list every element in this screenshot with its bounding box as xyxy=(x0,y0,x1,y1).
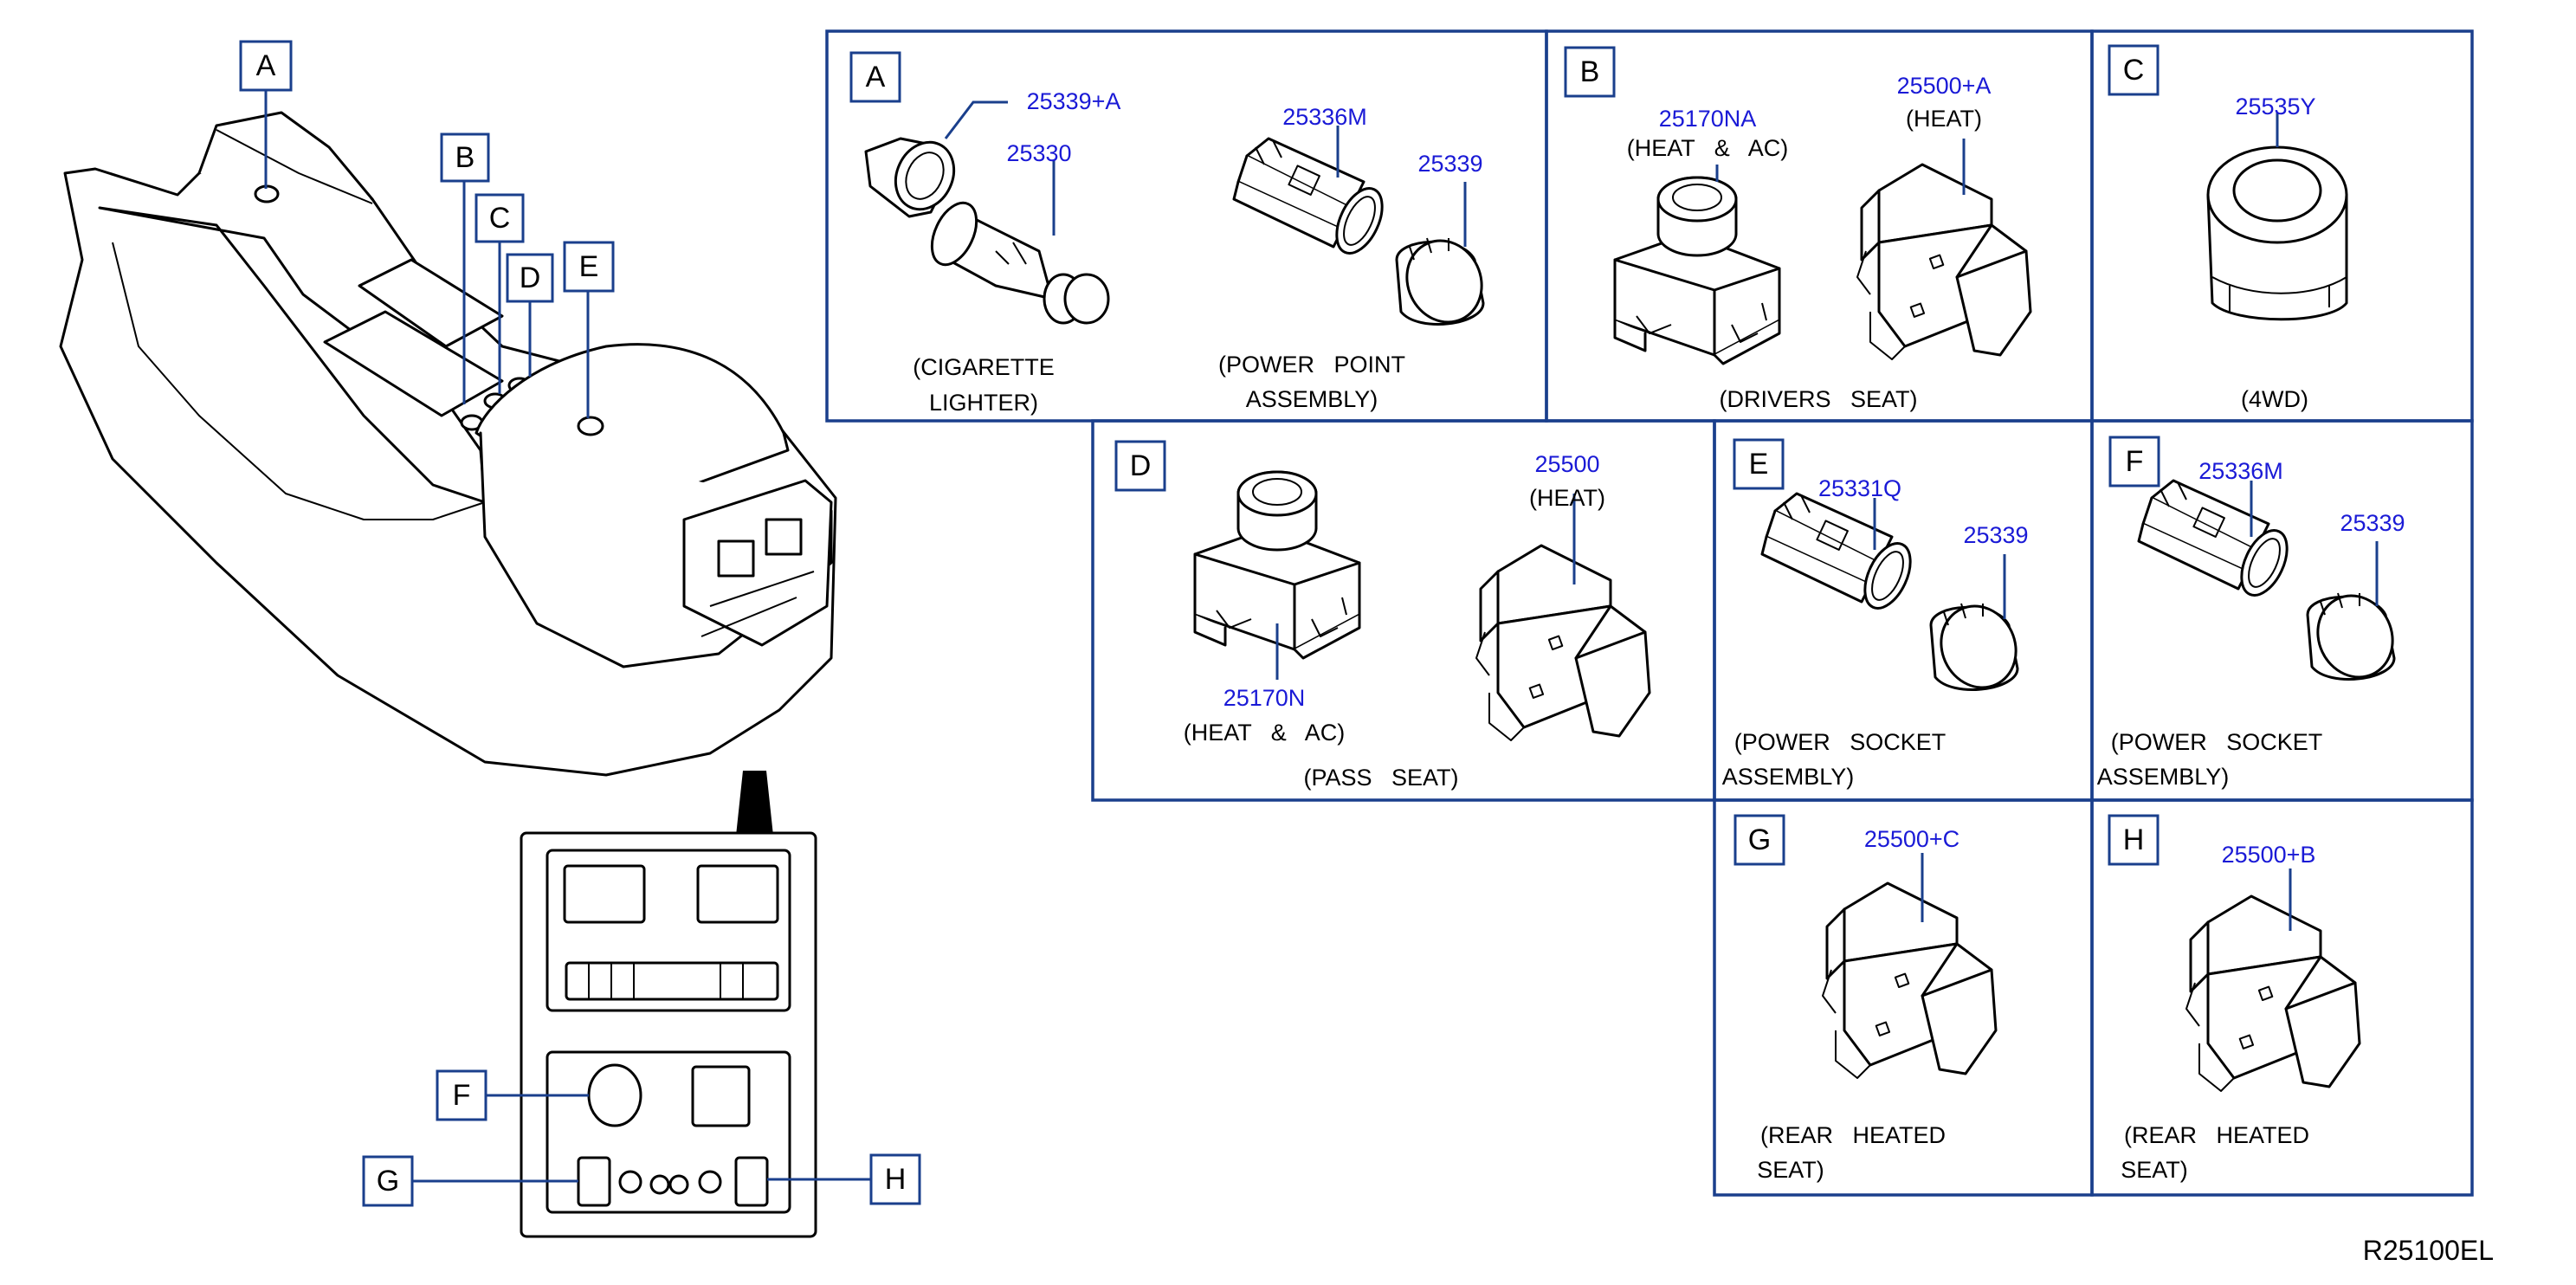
panels-d-caption: (PASS SEAT) xyxy=(1303,765,1458,791)
panels-a-parts-0: 25339+A xyxy=(1027,88,1121,114)
callout-e: E xyxy=(563,241,615,293)
panel-c-letter-box xyxy=(2108,44,2160,96)
panels-g-caption-1: (REAR HEATED xyxy=(1760,1122,1946,1148)
panels-e-caption-2: ASSEMBLY) xyxy=(1722,764,1855,790)
callout-b: B xyxy=(440,132,490,183)
panels-b-parts-0: 25170NA xyxy=(1659,106,1757,132)
panels-h-caption-2: SEAT) xyxy=(2121,1157,2188,1183)
callout-h: H xyxy=(869,1153,921,1205)
callout-f: F xyxy=(436,1069,487,1121)
console-callouts-a: A xyxy=(256,49,276,82)
panels-d-notes-0: (HEAT) xyxy=(1529,485,1605,511)
console-callouts-e: E xyxy=(579,250,599,283)
panels-c-caption: (4WD) xyxy=(2241,386,2308,412)
panel-h: H 25500+B (REAR HEATED SEAT) xyxy=(2108,814,2361,1183)
panel-h-letter-box xyxy=(2108,814,2160,866)
console-callouts-g: G xyxy=(377,1165,399,1198)
panels-d-parts-1: 25170N xyxy=(1223,685,1306,711)
4wd-switch xyxy=(2206,145,2348,321)
callout-d: D xyxy=(506,253,554,303)
panel-d-letter-box xyxy=(1114,440,1166,492)
panels-e-caption-1: (POWER SOCKET xyxy=(1734,729,1947,755)
panels-f-letter: F xyxy=(2126,445,2144,478)
console-callout-leaders xyxy=(264,90,871,1183)
panels-a-caption-left-2: LIGHTER) xyxy=(929,390,1038,416)
panels-a-caption-left-1: (CIGARETTE xyxy=(913,354,1055,380)
callout-a: A xyxy=(239,40,293,92)
panel-c: C 25535Y (4WD) xyxy=(2108,44,2348,412)
panel-g: G 25500+C (REAR HEATED SEAT) xyxy=(1733,814,1998,1183)
callout-c: C xyxy=(475,193,525,243)
switch-panel-detail xyxy=(520,831,817,1238)
panels-a-parts-2: 25336M xyxy=(1282,104,1367,130)
panels-a-letter: A xyxy=(866,61,886,94)
panels-c-parts-0: 25535Y xyxy=(2235,94,2315,119)
cigarette-lighter-socket xyxy=(864,137,956,218)
panels-b-notes-0: (HEAT & AC) xyxy=(1627,135,1789,161)
diagram-code: R25100EL xyxy=(2363,1235,2494,1266)
center-console-illustration xyxy=(59,111,837,836)
callout-g: G xyxy=(362,1155,414,1207)
panels-h-parts-0: 25500+B xyxy=(2222,842,2316,868)
console-callouts-f: F xyxy=(453,1079,471,1112)
console-callouts-h: H xyxy=(885,1163,907,1196)
panel-b-letter-box xyxy=(1564,46,1616,98)
panels-f-caption-2: ASSEMBLY) xyxy=(2097,764,2230,790)
panels-e-parts-0: 25331Q xyxy=(1818,475,1901,501)
panels-e-parts-1: 25339 xyxy=(1963,522,2028,548)
console-callouts-d: D xyxy=(520,262,541,294)
panels-b-letter: B xyxy=(1580,55,1600,88)
panels-h-caption-1: (REAR HEATED xyxy=(2124,1122,2309,1148)
panels-f-parts-1: 25339 xyxy=(2340,510,2405,536)
panels-g-letter: G xyxy=(1748,823,1771,856)
panel-f: F 25336M 25339 (POWER SOCKET ASSEMBLY) xyxy=(2097,436,2407,790)
panels-b-caption: (DRIVERS SEAT) xyxy=(1719,386,1917,412)
cigarette-lighter-element xyxy=(930,201,1110,325)
console-callouts-b: B xyxy=(455,141,475,174)
panels-d-notes-1: (HEAT & AC) xyxy=(1184,720,1346,746)
panel-b: B 25170NA (HEAT & AC) 25500+A (HEAT) (DR… xyxy=(1564,46,2032,412)
panels-e-letter: E xyxy=(1749,448,1769,481)
panels-h-letter: H xyxy=(2123,823,2145,856)
panels-b-notes-1: (HEAT) xyxy=(1906,106,1982,132)
panel-f-letter-box xyxy=(2108,436,2160,488)
panels-a-caption-right-1: (POWER POINT xyxy=(1218,352,1405,378)
panel-d: D 25500 (HEAT) 25170N (HEAT & AC) (PASS … xyxy=(1114,440,1651,791)
panels-a-parts-3: 25339 xyxy=(1417,151,1482,177)
panels-g-caption-2: SEAT) xyxy=(1757,1157,1824,1183)
panels-d-parts-0: 25500 xyxy=(1534,451,1599,477)
panels-b-parts-1: 25500+A xyxy=(1897,73,1992,99)
panels-c-letter: C xyxy=(2123,54,2145,87)
panel-e-letter-box xyxy=(1733,438,1785,490)
panels-a-parts-1: 25330 xyxy=(1006,140,1071,166)
panel-a-letter-box xyxy=(849,51,901,103)
panel-frames xyxy=(825,29,2474,1197)
panels-f-caption-1: (POWER SOCKET xyxy=(2111,729,2323,755)
panels-f-parts-0: 25336M xyxy=(2198,458,2283,484)
panels-g-parts-0: 25500+C xyxy=(1864,826,1959,852)
panel-e: E 25331Q 25339 (POWER SOCKET ASSEMBLY) xyxy=(1722,438,2030,790)
panel-a: A 25339+A 25330 25336M 25339 (CIGARETTE … xyxy=(849,51,1496,416)
panel-g-letter-box xyxy=(1733,814,1785,866)
console-callouts: A B C D E F G H xyxy=(239,40,921,1207)
console-callouts-c: C xyxy=(489,202,511,235)
panels-d-letter: D xyxy=(1130,449,1152,482)
panels-a-caption-right-2: ASSEMBLY) xyxy=(1246,386,1378,412)
